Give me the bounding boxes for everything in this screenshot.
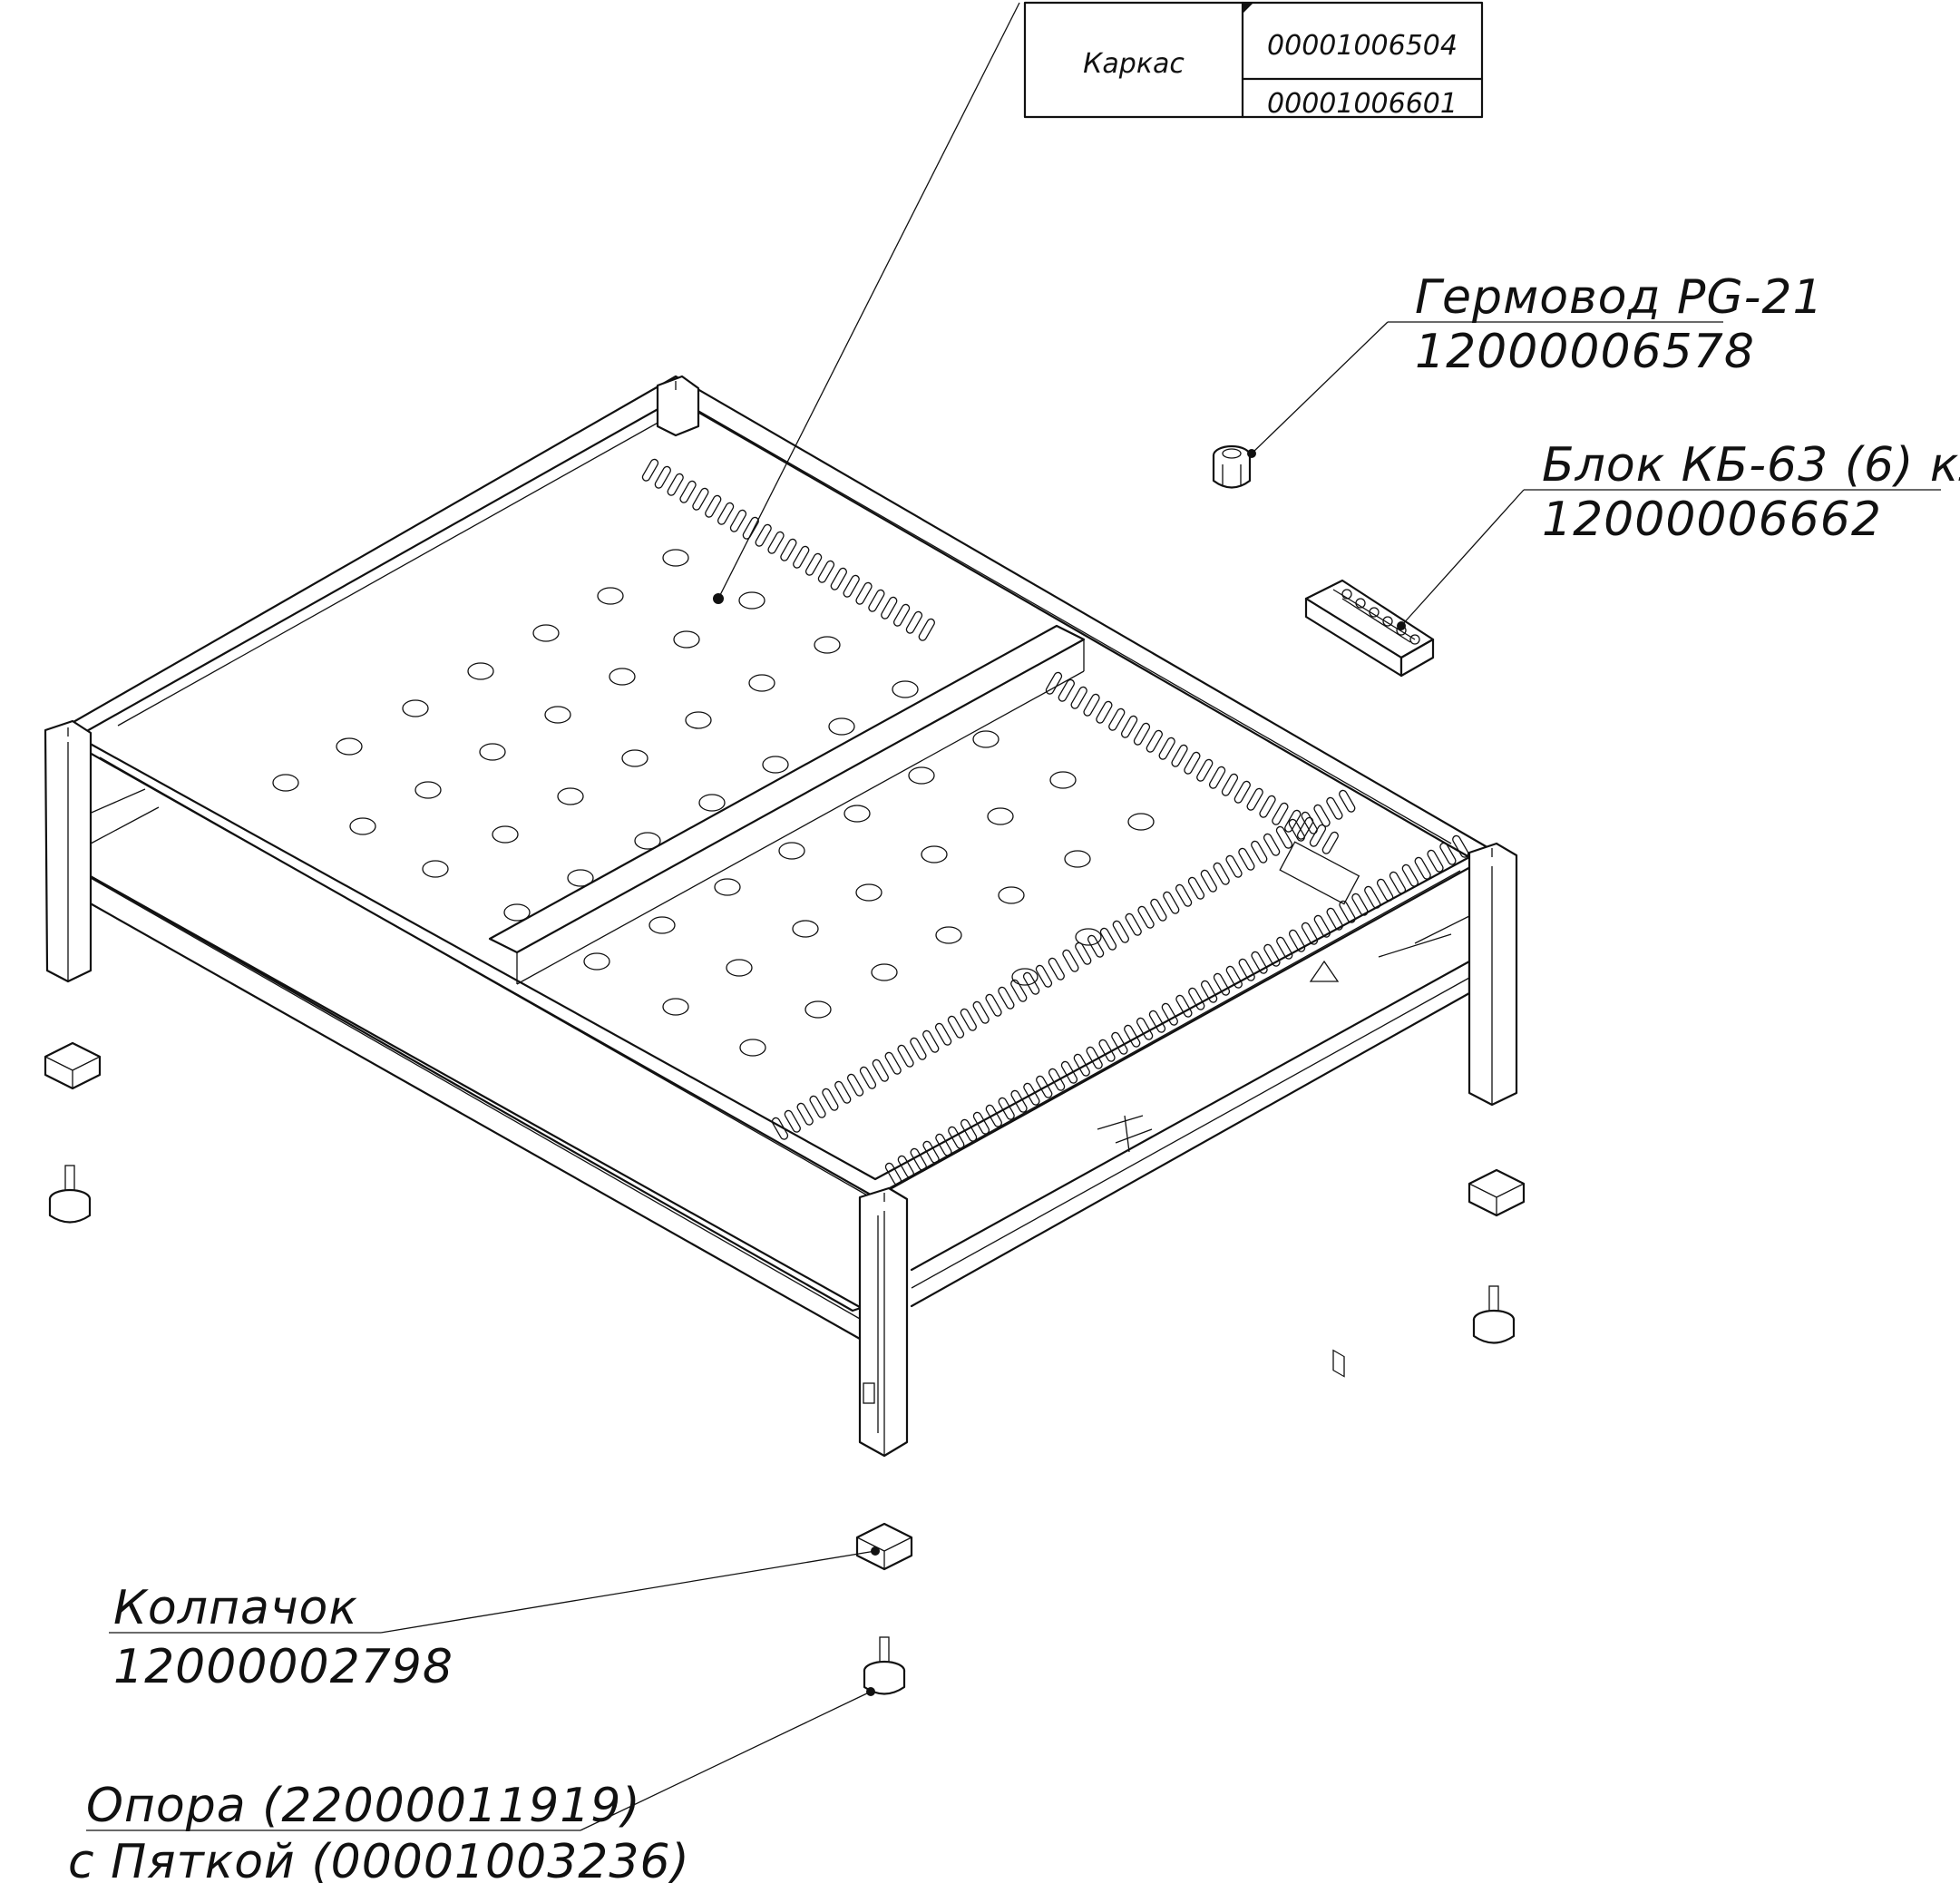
frame-body: [44, 375, 1518, 1458]
mounting-holes: [272, 549, 1155, 1057]
cap-code-label: 12000002798: [113, 1640, 453, 1694]
cap-name-label: Колпачок: [113, 1581, 358, 1635]
cap-leader-line: [380, 1550, 876, 1634]
support-foot-right: [1472, 1285, 1516, 1344]
title-block-code-1: 00001006504: [1267, 30, 1458, 62]
title-block-name: Каркас: [1083, 48, 1185, 80]
support-foot-front: [863, 1636, 906, 1695]
cap-part-right: [1468, 1168, 1526, 1217]
nameplate: [1279, 841, 1360, 905]
warning-sign-icon: [1309, 960, 1340, 982]
ventilation-slots: [641, 458, 1470, 1187]
cable-gland-part: [1212, 444, 1252, 489]
gland-name-label: Гермовод PG-21: [1415, 270, 1824, 325]
support-name-label: Опора (22000011919): [86, 1779, 641, 1833]
cap-part-front: [855, 1522, 913, 1571]
cap-part-left: [44, 1041, 102, 1090]
terminal-name-label: Блок КБ-63 (6) клем.: [1542, 438, 1960, 493]
title-block-code-2: 00001006601: [1267, 88, 1458, 120]
terminal-code-label: 12000006662: [1542, 493, 1882, 547]
frame-leader-dot: [713, 593, 724, 604]
terminal-block-part: [1304, 579, 1435, 1378]
support-foot-left: [48, 1165, 92, 1224]
frame-leader-line: [717, 2, 1020, 600]
support-code-label: с Пяткой (00001003236): [68, 1835, 690, 1883]
title-block: Каркас 00001006504 00001006601: [1023, 1, 1484, 120]
terminal-leader-line: [1400, 489, 1525, 627]
support-leader-line: [580, 1691, 872, 1831]
gland-code-label: 12000006578: [1415, 325, 1755, 379]
gland-leader-line: [1251, 321, 1389, 454]
